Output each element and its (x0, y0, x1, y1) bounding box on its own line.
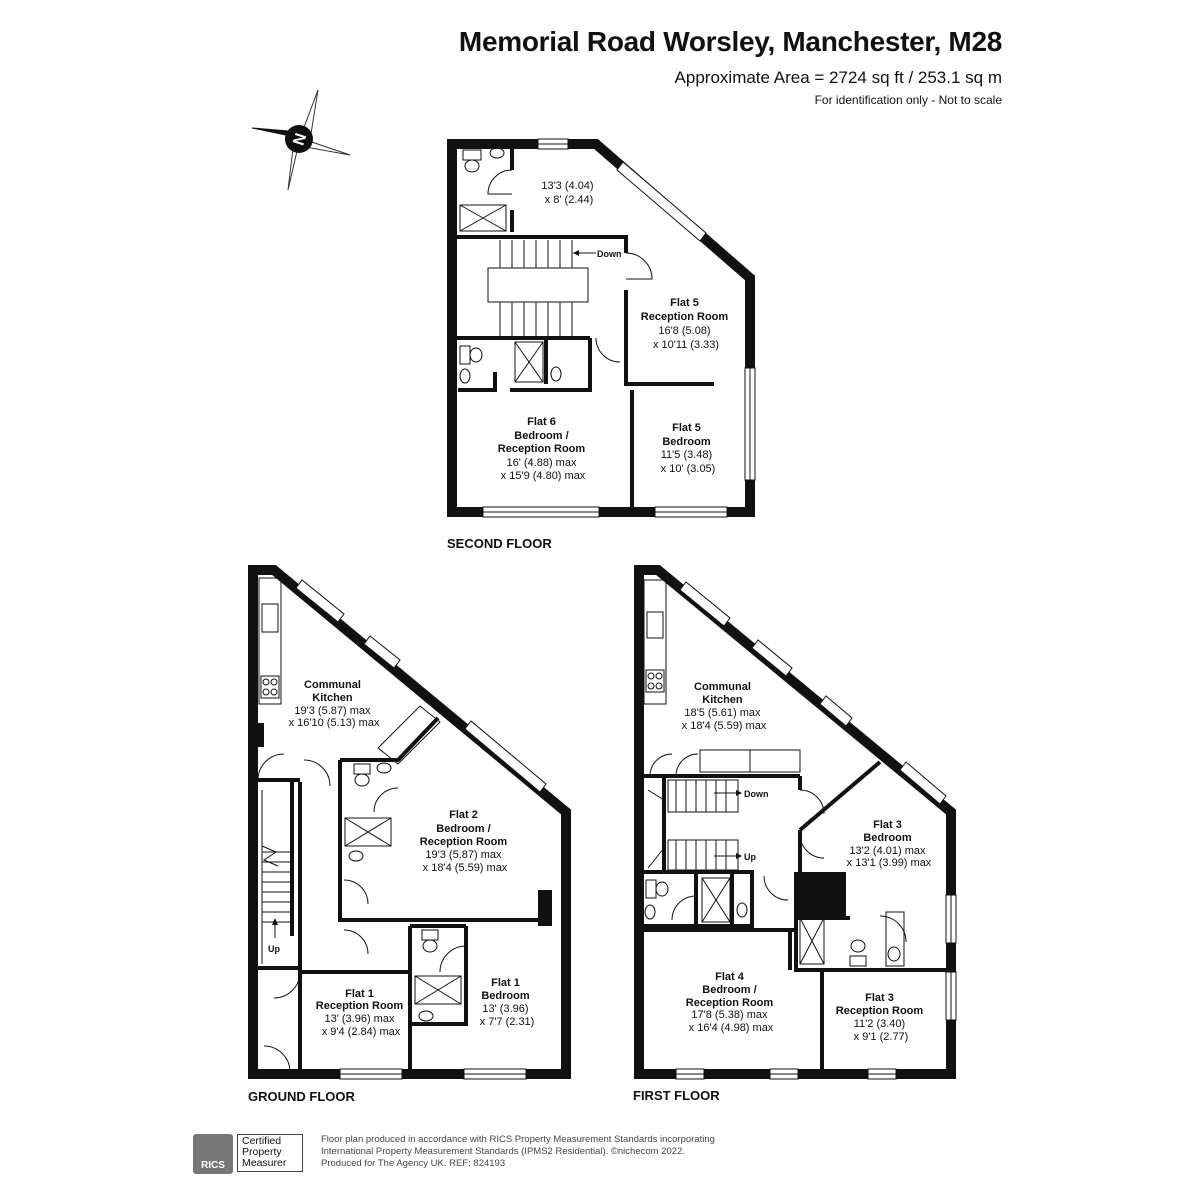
credits-text: Floor plan produced in accordance with R… (321, 1134, 781, 1170)
second-stairs-down-label: Down (597, 249, 622, 259)
cert-line: Measurer (242, 1157, 287, 1169)
credits-line: Floor plan produced in accordance with R… (321, 1134, 715, 1145)
compass-icon: N (251, 89, 351, 191)
flat2-label: Flat 2 Bedroom / Reception Room 19'3 (5.… (420, 809, 510, 874)
page-title: Memorial Road Worsley, Manchester, M28 (458, 26, 1002, 57)
flat6-label: Flat 6 Bedroom / Reception Room 16' (4.8… (498, 416, 588, 482)
rics-logo: RICS (193, 1134, 233, 1174)
compass-letter: N (291, 131, 311, 147)
flat5-bedroom-label: Flat 5 Bedroom 11'5 (3.48) x 10' (3.05) (661, 422, 716, 475)
shower-icon (414, 975, 462, 1005)
basin-icon (489, 147, 505, 159)
second-floor-plan: Down 13'3 (4.04) x 8' (2.44) Flat 5 Rece… (447, 138, 756, 551)
wc-icon (462, 149, 482, 161)
credits-line: Produced for The Agency UK. REF: 824193 (321, 1158, 506, 1169)
disclaimer-note: For identification only - Not to scale (814, 93, 1002, 107)
credits-line: International Property Measurement Stand… (321, 1146, 685, 1157)
shower-icon (344, 817, 392, 847)
second-small-room-label: 13'3 (4.04) x 8' (2.44) (541, 180, 596, 206)
ground-stairs-up-label: Up (268, 944, 280, 954)
second-stair-treads (499, 240, 573, 336)
shower-icon (701, 877, 731, 923)
shower-icon (514, 341, 544, 383)
ground-stair-treads (261, 790, 290, 964)
second-floor-label: SECOND FLOOR (447, 536, 552, 551)
ground-floor-plan: Up Communal Kitchen 19'3 (5.87) max x 16… (248, 565, 571, 1104)
first-stairs-down-label: Down (744, 789, 769, 799)
flat3-bedroom-label: Flat 3 Bedroom 13'2 (4.01) max x 13'1 (3… (847, 819, 932, 869)
flat1-reception-label: Flat 1 Reception Room 13' (3.96) max x 9… (316, 988, 406, 1038)
flat5-reception-label: Flat 5 Reception Room 16'8 (5.08) x 10'1… (641, 297, 731, 351)
flat3-reception-label: Flat 3 Reception Room 11'2 (3.40) x 9'1 … (836, 992, 926, 1043)
first-floor-label: FIRST FLOOR (633, 1088, 720, 1103)
shower-icon (459, 204, 507, 232)
flat4-label: Flat 4 Bedroom / Reception Room 17'8 (5.… (686, 971, 776, 1034)
first-stair-treads (647, 779, 739, 871)
cert-line: Property (242, 1146, 282, 1158)
certified-property-measurer-badge: Certified Property Measurer (237, 1134, 303, 1172)
approximate-area: Approximate Area = 2724 sq ft / 253.1 sq… (674, 68, 1002, 87)
ground-kitchen-label: Communal Kitchen 19'3 (5.87) max x 16'10… (289, 679, 380, 729)
first-kitchen-label: Communal Kitchen 18'5 (5.61) max x 18'4 … (682, 681, 767, 732)
ground-floor-label: GROUND FLOOR (248, 1089, 355, 1104)
flat1-bedroom-label: Flat 1 Bedroom 13' (3.96) x 7'7 (2.31) (480, 977, 535, 1028)
first-floor-plan: Down Up Communal Kitchen 18'5 (5.61) max (633, 565, 957, 1103)
cert-line: Certified (242, 1135, 282, 1147)
shower-icon (799, 917, 825, 965)
first-stairs-up-label: Up (744, 852, 756, 862)
